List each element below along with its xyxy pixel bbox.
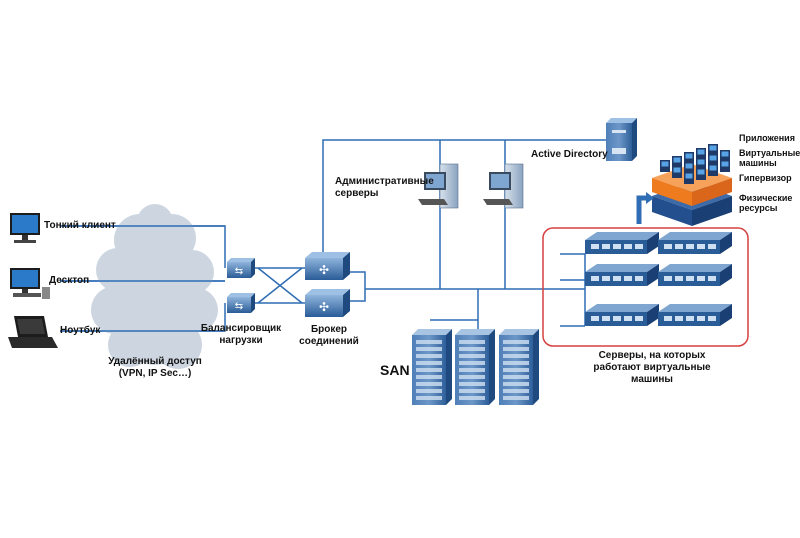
vm-tile-10 (720, 150, 730, 162)
vm-servers-highlight (542, 227, 749, 347)
remote-access-label: Удалённый доступ (VPN, IP Sec…) (100, 356, 210, 380)
stack-vms-label: Виртуальные машины (739, 148, 800, 168)
load-balancer-line1: Балансировщик (200, 323, 282, 334)
san-rack-3 (499, 329, 539, 405)
san-storage-icons (412, 329, 539, 405)
line-broker-bus-2 (350, 289, 366, 302)
admin-pc-1 (418, 163, 459, 209)
load-balancer-top: ⇆ (227, 258, 255, 278)
desktop-icon (10, 268, 50, 299)
vm-tile-2 (672, 156, 682, 168)
stack-hypervisor-label: Гипервизор (739, 173, 792, 183)
broker-bottom: ✣ (305, 289, 350, 317)
vm-tile-5 (708, 144, 718, 156)
remote-access-cloud (60, 204, 225, 369)
load-balancer-bottom: ⇆ (227, 293, 255, 313)
stack-physical-line1: Физические (739, 193, 793, 203)
vm-tile-1 (660, 160, 670, 172)
broker-label: Брокер соединений (297, 324, 361, 348)
admin-servers-label: Административные серверы (335, 176, 434, 200)
virtualization-stack-icon (636, 144, 732, 226)
vm-tile-14 (720, 160, 730, 172)
admin-servers-line1: Административные (335, 176, 434, 187)
vm-tile-11 (684, 172, 694, 184)
load-balancer-line2: нагрузки (219, 335, 263, 346)
vm-server-3 (585, 264, 659, 286)
laptop-icon (8, 316, 58, 348)
thin-client-icon (10, 213, 40, 243)
broker-line2: соединений (299, 336, 359, 347)
stack-vms-line2: машины (739, 158, 777, 168)
line-top-bus (322, 139, 613, 252)
stack-vms-line1: Виртуальные (739, 148, 800, 158)
remote-access-line2: (VPN, IP Sec…) (118, 368, 192, 379)
thin-client-label: Тонкий клиент (44, 220, 116, 231)
vm-tile-8 (696, 158, 706, 170)
vm-server-6 (658, 304, 732, 326)
admin-servers-line2: серверы (335, 188, 379, 199)
san-label: SAN (380, 362, 410, 378)
vm-tile-9 (708, 154, 718, 166)
vm-server-icons (585, 232, 732, 326)
remote-access-line1: Удалённый доступ (108, 356, 202, 367)
broker-line1: Брокер (310, 324, 348, 335)
vm-server-5 (585, 304, 659, 326)
vm-tile-4 (696, 148, 706, 160)
admin-pc-2 (483, 163, 524, 209)
svg-text:✣: ✣ (319, 263, 329, 277)
load-balancer-label: Балансировщик нагрузки (196, 323, 286, 347)
active-directory-icon (606, 118, 637, 161)
vm-tile-13 (708, 164, 718, 176)
svg-text:⇆: ⇆ (235, 301, 243, 312)
svg-text:⇆: ⇆ (235, 266, 243, 277)
vm-servers-line1: Серверы, на которых (598, 350, 706, 361)
laptop-label: Ноутбук (60, 325, 101, 336)
desktop-label: Десктоп (49, 275, 90, 286)
vm-servers-line3: машины (631, 374, 673, 385)
vm-server-4 (658, 264, 732, 286)
svg-text:✣: ✣ (319, 300, 329, 314)
vm-tile-3 (684, 152, 694, 164)
vm-tile-6 (672, 166, 682, 178)
broker-top: ✣ (305, 252, 350, 280)
vm-servers-line2: работают виртуальные (593, 362, 711, 373)
vm-server-1 (585, 232, 659, 254)
san-rack-2 (455, 329, 495, 405)
admin-server-icons (418, 163, 524, 209)
stack-physical-label: Физические ресурсы (739, 193, 792, 213)
vm-tile-7 (684, 162, 694, 174)
san-rack-1 (412, 329, 452, 405)
load-balancer-icons: ⇆ ⇆ (227, 258, 255, 313)
stack-physical-line2: ресурсы (739, 203, 778, 213)
vm-server-2 (658, 232, 732, 254)
vm-tile-12 (696, 168, 706, 180)
line-lb-cross-2 (257, 267, 303, 304)
connection-broker-icons: ✣ ✣ (305, 252, 350, 317)
vm-servers-label: Серверы, на которых работают виртуальные… (592, 350, 712, 386)
line-broker-bus-1 (350, 271, 366, 289)
stack-apps-label: Приложения (739, 133, 795, 143)
active-directory-label: Active Directory (531, 149, 608, 160)
